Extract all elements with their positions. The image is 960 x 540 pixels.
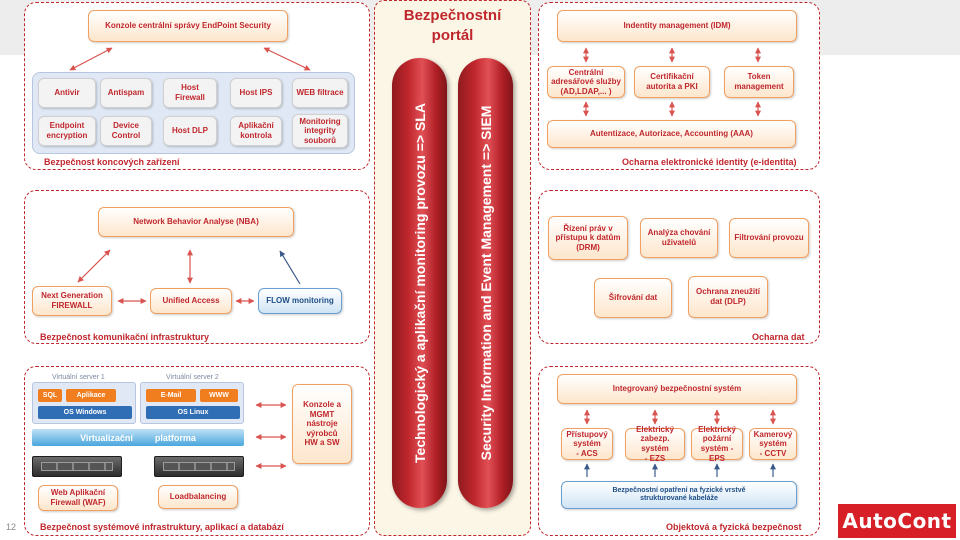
siem-capsule: Security Information and Event Managemen… <box>458 58 513 508</box>
panel-data-protection <box>538 190 820 344</box>
eps-box: Elektrický požární systém - EPS <box>691 425 743 463</box>
cabling-box: Bezpečnostní opatření na fyzické vrstvě … <box>561 481 797 509</box>
s1-os-chip: OS Windows <box>38 406 132 419</box>
arrow-endpoint-left <box>69 47 113 71</box>
systems-panel-title: Bezpečnost systémové infrastruktury, apl… <box>40 522 284 532</box>
endpoint-item-encryption: Endpoint encryption <box>38 116 96 146</box>
endpoint-item-app-control: Aplikační kontrola <box>230 116 282 146</box>
network-panel-title: Bezpečnost komunikační infrastruktury <box>40 332 210 342</box>
identity-panel-title: Ocharna elektronické identity (e-identit… <box>622 157 797 167</box>
portal-title-line1: Bezpečnostní <box>403 7 502 24</box>
nba-box: Network Behavior Analyse (NBA) <box>98 207 294 237</box>
pki-box: Certifikační autorita a PKI <box>634 66 710 98</box>
mgmt-console-box: Konzole a MGMT nástroje výrobců HW a SW <box>292 384 352 464</box>
endpoint-console-box: Konzole centrální správy EndPoint Securi… <box>88 10 288 42</box>
encryption-box: Šifrování dat <box>594 278 672 318</box>
dlp-box: Ochrana zneužití dat (DLP) <box>688 276 768 318</box>
sla-capsule: Technologický a aplikační monitoring pro… <box>392 58 447 508</box>
flow-monitoring-box: FLOW monitoring <box>258 288 342 314</box>
endpoint-item-host-dlp: Host DLP <box>163 116 217 146</box>
drm-box: Řízení práv v přístupu k datům (DRM) <box>548 216 628 260</box>
endpoint-item-host-firewall: Host Firewall <box>163 78 217 108</box>
cctv-box: Kamerový systém - CCTV <box>749 428 797 460</box>
page-number: 12 <box>6 522 17 532</box>
platform-word2: platforma <box>154 432 196 443</box>
endpoint-item-host-ips: Host IPS <box>230 78 282 108</box>
arrow-flow-nba <box>279 250 301 285</box>
aaa-box: Autentizace, Autorizace, Accounting (AAA… <box>547 120 796 148</box>
s2-email-chip: E-Mail <box>146 389 196 402</box>
endpoint-item-file-integrity: Monitoring integrity souborů <box>292 114 348 148</box>
loadbalancing-box: Loadbalancing <box>158 485 238 509</box>
endpoint-item-antispam: Antispam <box>100 78 152 108</box>
s1-sql-chip: SQL <box>38 389 62 402</box>
portal-title-line2: portál <box>431 27 474 45</box>
endpoint-item-antivir: Antivir <box>38 78 96 108</box>
server-rack-2 <box>154 456 244 477</box>
server2-label: Virtuální server 2 <box>166 374 219 381</box>
unified-access-box: Unified Access <box>150 288 232 314</box>
s1-app-chip: Aplikace <box>66 389 116 402</box>
acs-box: Přístupový systém - ACS <box>561 428 613 460</box>
autocont-logo: AutoCont <box>838 504 956 538</box>
endpoint-item-device-control: Device Control <box>100 116 152 146</box>
ezs-box: Elektrický zabezp. systém - EZS <box>625 425 685 463</box>
user-behavior-box: Analýza chování uživatelů <box>640 218 718 258</box>
data-protection-panel-title: Ocharna dat <box>752 332 805 342</box>
arrow-nba-ngfw <box>77 249 111 283</box>
server1-label: Virtuální server 1 <box>52 374 105 381</box>
traffic-filtering-box: Filtrování provozu <box>729 218 809 258</box>
platform-word1: Virtualizační <box>80 432 133 443</box>
security-portal-title: Bezpečnostní portál <box>374 6 531 47</box>
arrow-endpoint-right <box>263 47 311 71</box>
s2-www-chip: WWW <box>200 389 238 402</box>
integrated-security-box: Integrovaný bezpečnostní systém <box>557 374 797 404</box>
ngfw-box: Next Generation FIREWALL <box>32 286 112 316</box>
endpoint-panel-title: Bezpečnost koncových zařízení <box>44 157 180 167</box>
waf-box: Web Aplikační Firewall (WAF) <box>38 485 118 511</box>
server-rack-1 <box>32 456 122 477</box>
token-management-box: Token management <box>724 66 794 98</box>
virtualization-platform: Virtualizační platforma <box>32 429 244 446</box>
s2-os-chip: OS Linux <box>146 406 240 419</box>
directory-services-box: Centrální adresářové služby (AD,LDAP,...… <box>547 66 625 98</box>
physical-panel-title: Objektová a fyzická bezpečnost <box>666 522 802 532</box>
endpoint-item-web-filter: WEB filtrace <box>292 78 348 108</box>
idm-box: Indentity management (IDM) <box>557 10 797 42</box>
